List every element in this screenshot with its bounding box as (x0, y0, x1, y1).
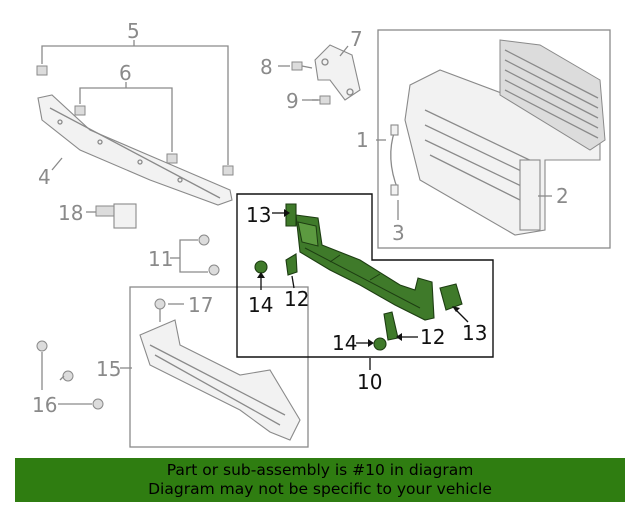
callout-14-left: 14 (248, 293, 273, 317)
bolt-17 (154, 298, 166, 322)
clip-11-upper (198, 234, 210, 246)
clip-14-left (254, 260, 268, 274)
assembly-box-10 (236, 193, 494, 358)
bolt-6-right (166, 153, 178, 164)
callout-16: 16 (32, 393, 57, 417)
bracket-12-right (383, 311, 399, 341)
clip-16-c (92, 398, 104, 410)
highlighted-beam-part-10 (295, 214, 435, 321)
callout-12-right: 12 (420, 325, 445, 349)
callout-12-left: 12 (284, 287, 309, 311)
callout-15: 15 (96, 357, 121, 381)
callout-10: 10 (357, 370, 382, 394)
bracket-13-left (285, 203, 297, 227)
bolt-5-left (36, 65, 48, 76)
callout-5: 5 (127, 19, 140, 43)
notice-line-2: Diagram may not be specific to your vehi… (148, 480, 492, 498)
upper-beam-part-4 (37, 94, 233, 206)
callout-8: 8 (260, 55, 273, 79)
bracket-part-7 (314, 44, 361, 101)
bracket-12-left (285, 253, 298, 276)
callout-6: 6 (119, 61, 132, 85)
radiator-support-part (390, 39, 606, 236)
clip-16-a (36, 340, 48, 352)
callout-1: 1 (356, 128, 369, 152)
bracket-13-right (439, 283, 463, 311)
bolt-6-left (74, 105, 86, 116)
clip-14-right (373, 337, 387, 351)
callout-9: 9 (286, 89, 299, 113)
callout-2: 2 (556, 184, 569, 208)
callout-17: 17 (188, 293, 213, 317)
callout-7: 7 (350, 27, 363, 51)
assembly-box-1 (377, 29, 611, 249)
assembly-box-15 (129, 286, 309, 448)
callout-14-right: 14 (332, 331, 357, 355)
bolt-5-right (222, 165, 234, 176)
callout-13-right: 13 (462, 321, 487, 345)
clip-16-b (62, 370, 74, 382)
callout-13-left: 13 (246, 203, 271, 227)
notice-line-1: Part or sub-assembly is #10 in diagram (166, 461, 474, 479)
callout-4: 4 (38, 165, 51, 189)
callout-3: 3 (392, 221, 405, 245)
callout-11: 11 (148, 247, 173, 271)
sensor-part-18 (95, 203, 137, 229)
callout-18: 18 (58, 201, 83, 225)
bolt-8 (291, 61, 313, 71)
clip-11-lower (208, 264, 220, 276)
absorber-part-15 (139, 319, 301, 441)
diagram-notice-banner: Part or sub-assembly is #10 in diagram D… (15, 458, 625, 502)
